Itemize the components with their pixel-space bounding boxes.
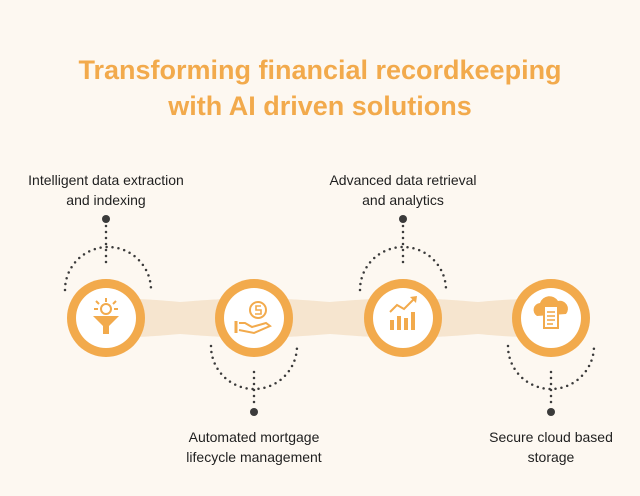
connector-end-dot (547, 408, 555, 416)
connector-end-dot (399, 215, 407, 223)
growth-chart-icon (389, 296, 417, 330)
page-title: Transforming financial recordkeeping wit… (0, 52, 640, 124)
connector-end-dot (250, 408, 258, 416)
dotted-arc-top (358, 245, 448, 292)
dotted-arc-bottom (209, 344, 299, 391)
step-4 (506, 279, 596, 416)
step-3 (358, 215, 448, 357)
connector-end-dot (102, 215, 110, 223)
title-line-2: with AI driven solutions (168, 91, 472, 122)
title-line-1: Transforming financial recordkeeping (78, 55, 562, 86)
step-1 (63, 215, 153, 357)
step-2-label: Automated mortgage lifecycle management (186, 429, 322, 465)
step-1-label: Intelligent data extraction and indexing (28, 172, 184, 208)
step-4-label: Secure cloud based storage (489, 429, 613, 465)
step-3-label: Advanced data retrieval and analytics (329, 172, 477, 208)
dotted-arc-top (63, 245, 153, 292)
hand-coin-icon (234, 301, 272, 335)
funnel-data-icon (93, 298, 119, 334)
step-2 (209, 279, 299, 416)
cloud-document-icon (533, 296, 568, 329)
dotted-arc-bottom (506, 344, 596, 391)
connector-band (105, 299, 550, 337)
step-circle-inner (373, 288, 433, 348)
